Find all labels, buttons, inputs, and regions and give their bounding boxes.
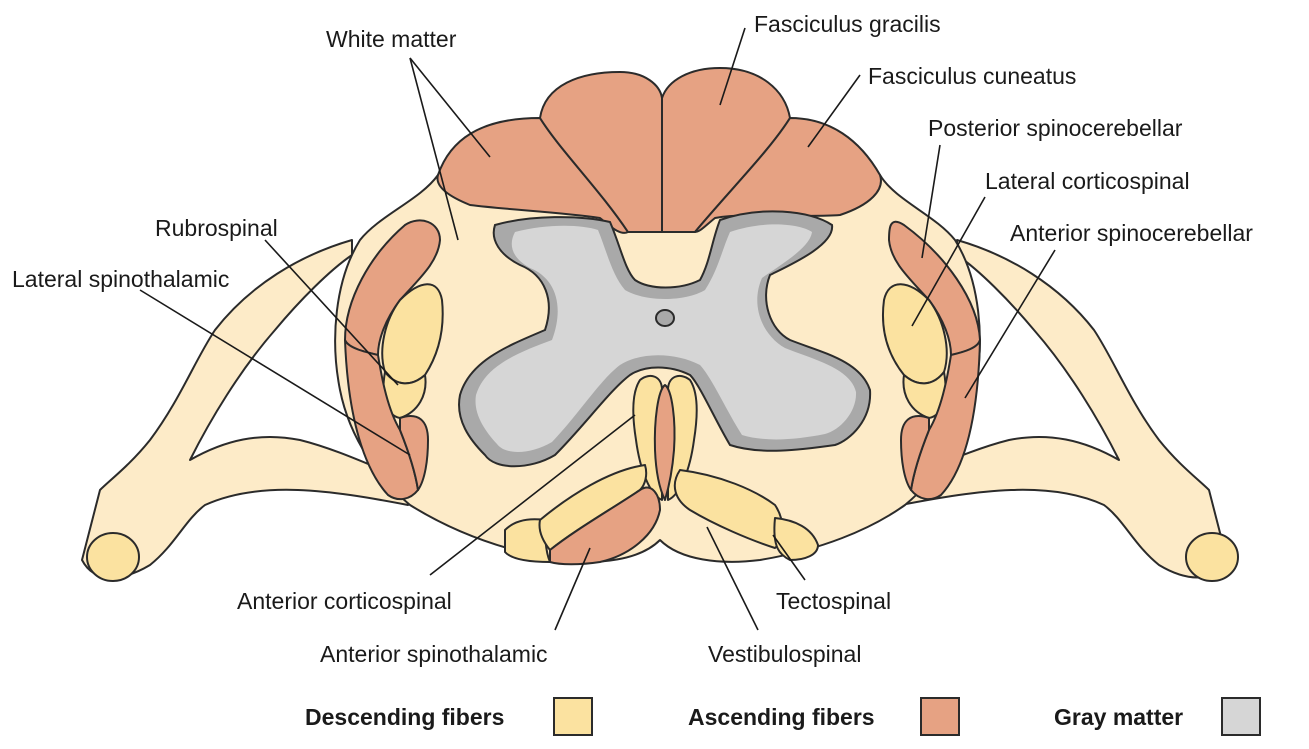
leader-posterior-spinocerebellar <box>921 144 941 259</box>
legend-ascending-label: Ascending fibers <box>688 704 875 730</box>
vestibulospinal-right <box>673 469 784 549</box>
leader-rubrospinal <box>264 239 399 386</box>
leader-lateral-spinothalamic <box>139 289 411 456</box>
left-root-end <box>86 532 140 582</box>
label-white-matter: White matter <box>326 26 457 52</box>
right-lateral-tracts <box>882 220 981 501</box>
leader-white-matter-b <box>409 57 459 241</box>
fasciculus-gracilis-left <box>539 71 663 233</box>
label-lateral-corticospinal: Lateral corticospinal <box>985 168 1190 194</box>
left-nerve-root <box>81 239 409 582</box>
legend-ascending-swatch <box>920 697 960 736</box>
anterior-corticospinal-left <box>632 374 663 501</box>
leader-anterior-corticospinal <box>429 414 636 576</box>
tectospinal-right <box>773 517 819 561</box>
labels: White matter Fasciculus gracilis Fascicu… <box>12 11 1253 667</box>
label-rubrospinal: Rubrospinal <box>155 215 278 241</box>
label-lateral-spinothalamic: Lateral spinothalamic <box>12 266 229 292</box>
label-anterior-corticospinal: Anterior corticospinal <box>237 588 452 614</box>
gray-matter-core <box>475 224 857 453</box>
label-anterior-spinocerebellar: Anterior spinocerebellar <box>1010 220 1253 246</box>
gray-matter <box>458 210 872 468</box>
leader-anterior-spinothalamic <box>554 547 591 631</box>
leader-lateral-corticospinal <box>911 196 986 327</box>
lateral-spinothalamic-right <box>900 415 930 491</box>
right-root-shape <box>900 239 1228 579</box>
legend: Descending fibers Ascending fibers Gray … <box>305 697 1261 736</box>
label-vestibulospinal: Vestibulospinal <box>708 641 861 667</box>
posterior-spinocerebellar-right <box>888 220 981 356</box>
label-tectospinal: Tectospinal <box>776 588 891 614</box>
leader-anterior-spinocerebellar <box>964 249 1056 399</box>
legend-descending-swatch <box>553 697 593 736</box>
label-fasciculus-gracilis: Fasciculus gracilis <box>754 11 941 37</box>
fasciculus-cuneatus-left <box>436 117 629 234</box>
left-lateral-tracts <box>344 219 444 501</box>
legend-gray-swatch <box>1221 697 1261 736</box>
right-nerve-root <box>900 239 1239 582</box>
leader-fasciculus-gracilis <box>719 27 746 106</box>
label-fasciculus-cuneatus: Fasciculus cuneatus <box>868 63 1076 89</box>
leader-vestibulospinal <box>706 526 759 631</box>
label-anterior-spinothalamic: Anterior spinothalamic <box>320 641 548 667</box>
posterior-columns <box>436 67 882 234</box>
anterior-tracts <box>504 374 819 566</box>
label-posterior-spinocerebellar: Posterior spinocerebellar <box>928 115 1183 141</box>
legend-gray-label: Gray matter <box>1054 704 1183 730</box>
anterior-spinothalamic-center <box>653 384 676 501</box>
legend-descending-label: Descending fibers <box>305 704 504 730</box>
leader-fasciculus-cuneatus <box>807 74 861 148</box>
right-root-end <box>1185 532 1239 582</box>
central-canal <box>655 309 675 327</box>
leader-white-matter-a <box>409 57 491 158</box>
posterior-spinocerebellar-left <box>344 219 441 356</box>
leader-lines <box>139 27 1056 631</box>
leader-tectospinal <box>772 534 806 581</box>
left-root-shape <box>81 239 409 579</box>
